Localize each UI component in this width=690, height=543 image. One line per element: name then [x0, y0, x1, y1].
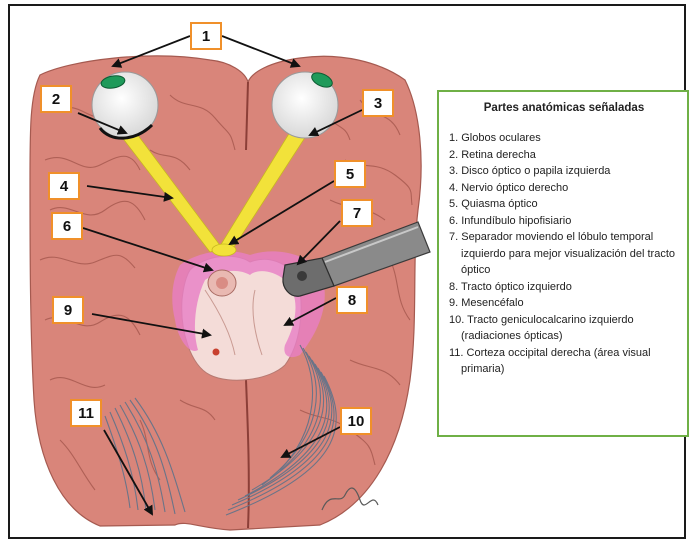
label-9: 9 — [52, 296, 84, 324]
legend-title: Partes anatómicas señaladas — [449, 102, 679, 114]
label-10: 10 — [340, 407, 372, 435]
legend-item: 8. Tracto óptico izquierdo — [449, 279, 679, 296]
eyeball-right — [92, 72, 158, 138]
legend-item: 10. Tracto geniculocalcarino izquierdo (… — [449, 312, 679, 345]
legend-item: 1. Globos oculares — [449, 130, 679, 147]
optic-chiasm — [212, 244, 236, 256]
legend-item: 4. Nervio óptico derecho — [449, 180, 679, 197]
label-8: 8 — [336, 286, 368, 314]
legend-list: 1. Globos oculares 2. Retina derecha 3. … — [449, 130, 679, 378]
label-1: 1 — [190, 22, 222, 50]
label-4: 4 — [48, 172, 80, 200]
legend-item: 7. Separador moviendo el lóbulo temporal… — [449, 229, 679, 279]
legend-item: 5. Quiasma óptico — [449, 196, 679, 213]
label-11: 11 — [70, 399, 102, 427]
label-2: 2 — [40, 85, 72, 113]
legend-item: 9. Mesencéfalo — [449, 295, 679, 312]
legend-item: 2. Retina derecha — [449, 147, 679, 164]
label-6: 6 — [51, 212, 83, 240]
label-7: 7 — [341, 199, 373, 227]
legend-item: 6. Infundíbulo hipofisiario — [449, 213, 679, 230]
legend-item: 3. Disco óptico o papila izquierda — [449, 163, 679, 180]
label-5: 5 — [334, 160, 366, 188]
legend-box: Partes anatómicas señaladas 1. Globos oc… — [437, 90, 689, 437]
label-3: 3 — [362, 89, 394, 117]
legend-item: 11. Corteza occipital derecha (área visu… — [449, 345, 679, 378]
